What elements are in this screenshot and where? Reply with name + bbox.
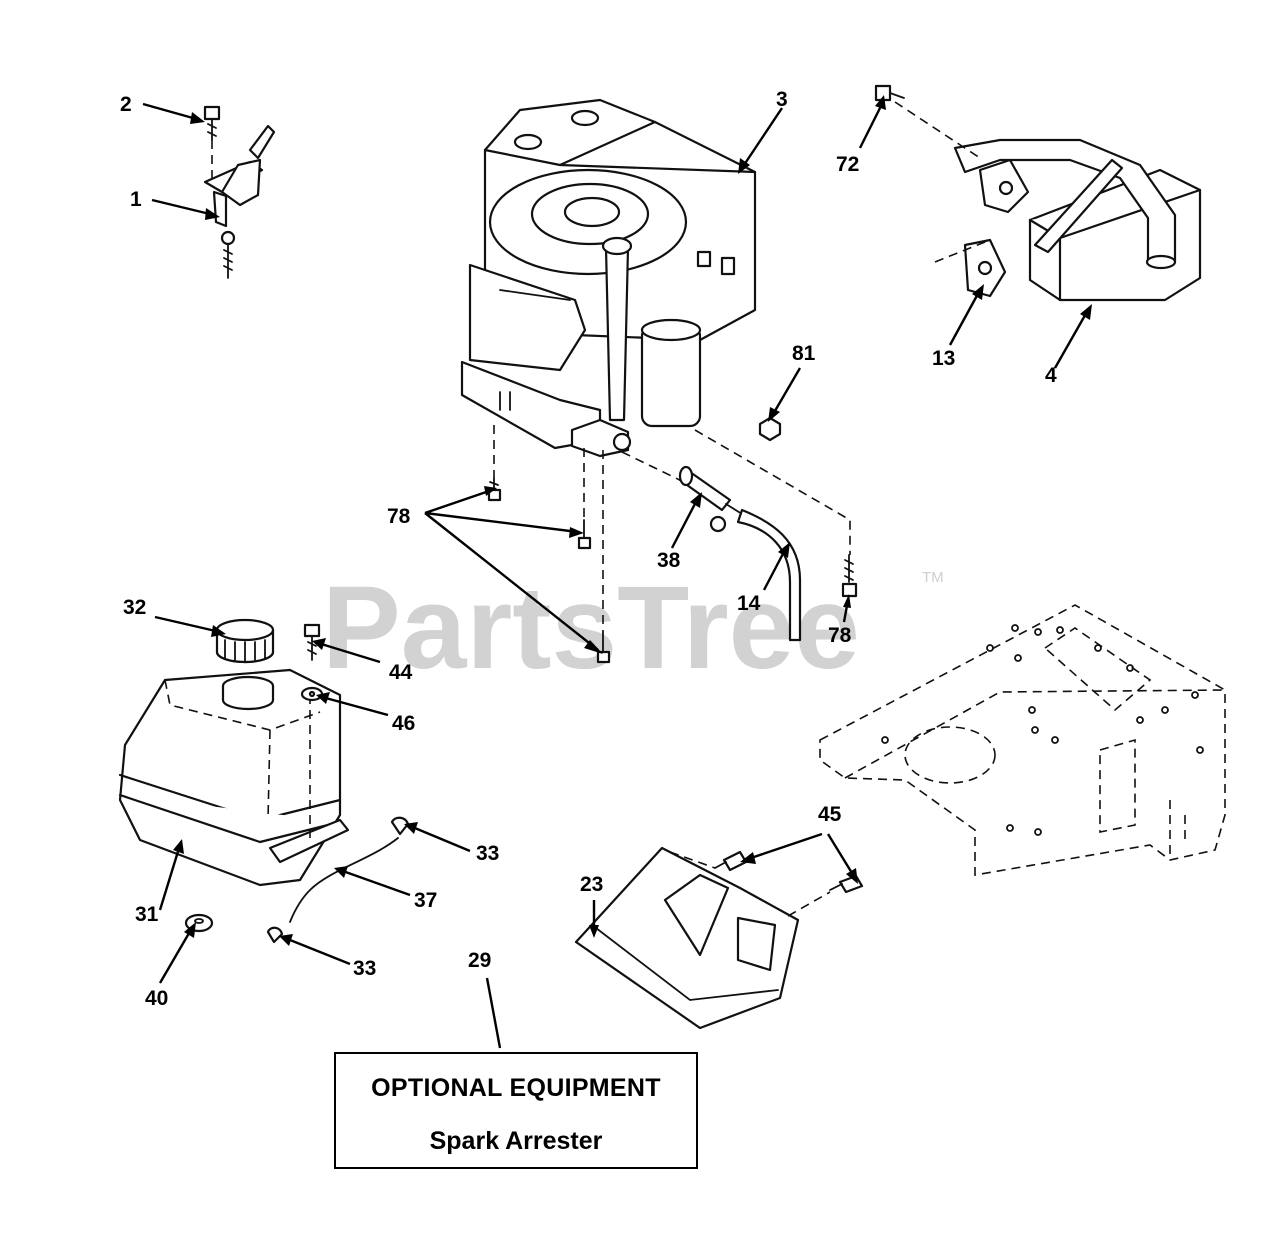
callout-32: 32 xyxy=(123,596,146,619)
callout-labels: 2 1 3 72 13 4 81 78 38 14 78 32 44 46 33… xyxy=(120,88,1057,1010)
callout-31: 31 xyxy=(135,903,159,926)
fuel-cap-part xyxy=(215,618,275,664)
fuel-tank-part xyxy=(118,668,350,887)
tank-bolt-part xyxy=(300,623,324,702)
callout-14: 14 xyxy=(737,592,761,615)
callout-44: 44 xyxy=(389,661,413,684)
callout-38: 38 xyxy=(657,549,681,572)
callout-leaders xyxy=(142,95,1092,1049)
callout-40: 40 xyxy=(145,987,168,1010)
callout-1: 1 xyxy=(130,188,142,211)
callout-46: 46 xyxy=(392,712,415,735)
engine-part xyxy=(460,98,757,458)
callout-78-right: 78 xyxy=(828,624,852,647)
optional-equipment-box: OPTIONAL EQUIPMENT Spark Arrester xyxy=(334,1052,698,1169)
callout-3: 3 xyxy=(776,88,788,111)
callout-13: 13 xyxy=(932,347,955,370)
heat-shield-part xyxy=(574,846,864,1030)
callout-72: 72 xyxy=(836,153,859,176)
chassis-plate-part xyxy=(819,604,1226,876)
spark-arrester-label: Spark Arrester xyxy=(429,1127,603,1155)
callout-4: 4 xyxy=(1045,364,1057,387)
fuel-filter-part xyxy=(621,451,802,642)
engine-bolts-part xyxy=(487,425,858,664)
callout-33-lower: 33 xyxy=(353,957,376,980)
optional-equipment-title: OPTIONAL EQUIPMENT xyxy=(371,1074,661,1102)
callout-2: 2 xyxy=(120,93,132,116)
muffler-part xyxy=(874,84,1202,302)
callout-81: 81 xyxy=(792,342,816,365)
throttle-control-part xyxy=(203,105,276,279)
callout-37: 37 xyxy=(414,889,437,912)
watermark-text: PartsTree xyxy=(322,562,860,694)
watermark-trademark: TM xyxy=(922,569,944,586)
callout-45: 45 xyxy=(818,803,842,826)
callout-78-left: 78 xyxy=(387,505,411,528)
callout-29: 29 xyxy=(468,949,491,972)
callout-23: 23 xyxy=(580,873,603,896)
callout-33-upper: 33 xyxy=(476,842,499,865)
